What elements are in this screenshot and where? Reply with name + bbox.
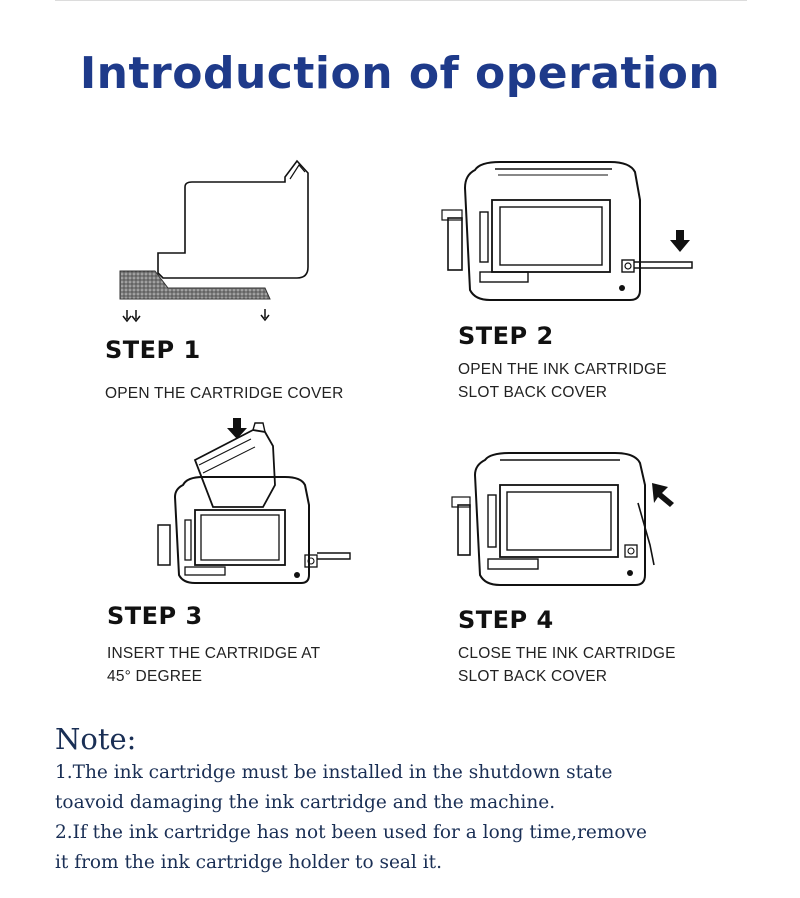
page-title: Introduction of operation (79, 48, 721, 99)
step2-description: OPEN THE INK CARTRIDGE SLOT BACK COVER (458, 358, 667, 404)
step4-illustration (451, 452, 674, 586)
step1-heading: STEP 1 (105, 336, 201, 364)
step4-desc-line: SLOT BACK COVER (458, 668, 608, 685)
step3-illustration (157, 418, 351, 584)
step1-illustration (119, 159, 309, 323)
note-heading: Note: (55, 722, 137, 756)
note-line: it from the ink cartridge holder to seal… (55, 852, 442, 873)
step4-desc-line: CLOSE THE INK CARTRIDGE (458, 645, 676, 662)
step1-description: OPEN THE CARTRIDGE COVER (105, 382, 344, 405)
step3-desc-line: 45° DEGREE (107, 668, 203, 685)
step3-desc-line: INSERT THE CARTRIDGE AT (107, 645, 321, 662)
top-divider (55, 0, 747, 1)
step4-description: CLOSE THE INK CARTRIDGE SLOT BACK COVER (458, 642, 676, 688)
step4-heading: STEP 4 (458, 606, 554, 634)
step3-heading: STEP 3 (107, 602, 203, 630)
step2-illustration (441, 161, 693, 301)
note-line: toavoid damaging the ink cartridge and t… (55, 792, 556, 813)
step2-desc-line: OPEN THE INK CARTRIDGE (458, 361, 667, 378)
note-body: 1.The ink cartridge must be installed in… (55, 758, 775, 878)
step1-desc-line: OPEN THE CARTRIDGE COVER (105, 385, 344, 402)
step2-desc-line: SLOT BACK COVER (458, 384, 608, 401)
note-line: 1.The ink cartridge must be installed in… (55, 762, 613, 783)
step3-description: INSERT THE CARTRIDGE AT 45° DEGREE (107, 642, 320, 688)
note-line: 2.If the ink cartridge has not been used… (55, 822, 647, 843)
step2-heading: STEP 2 (458, 322, 554, 350)
